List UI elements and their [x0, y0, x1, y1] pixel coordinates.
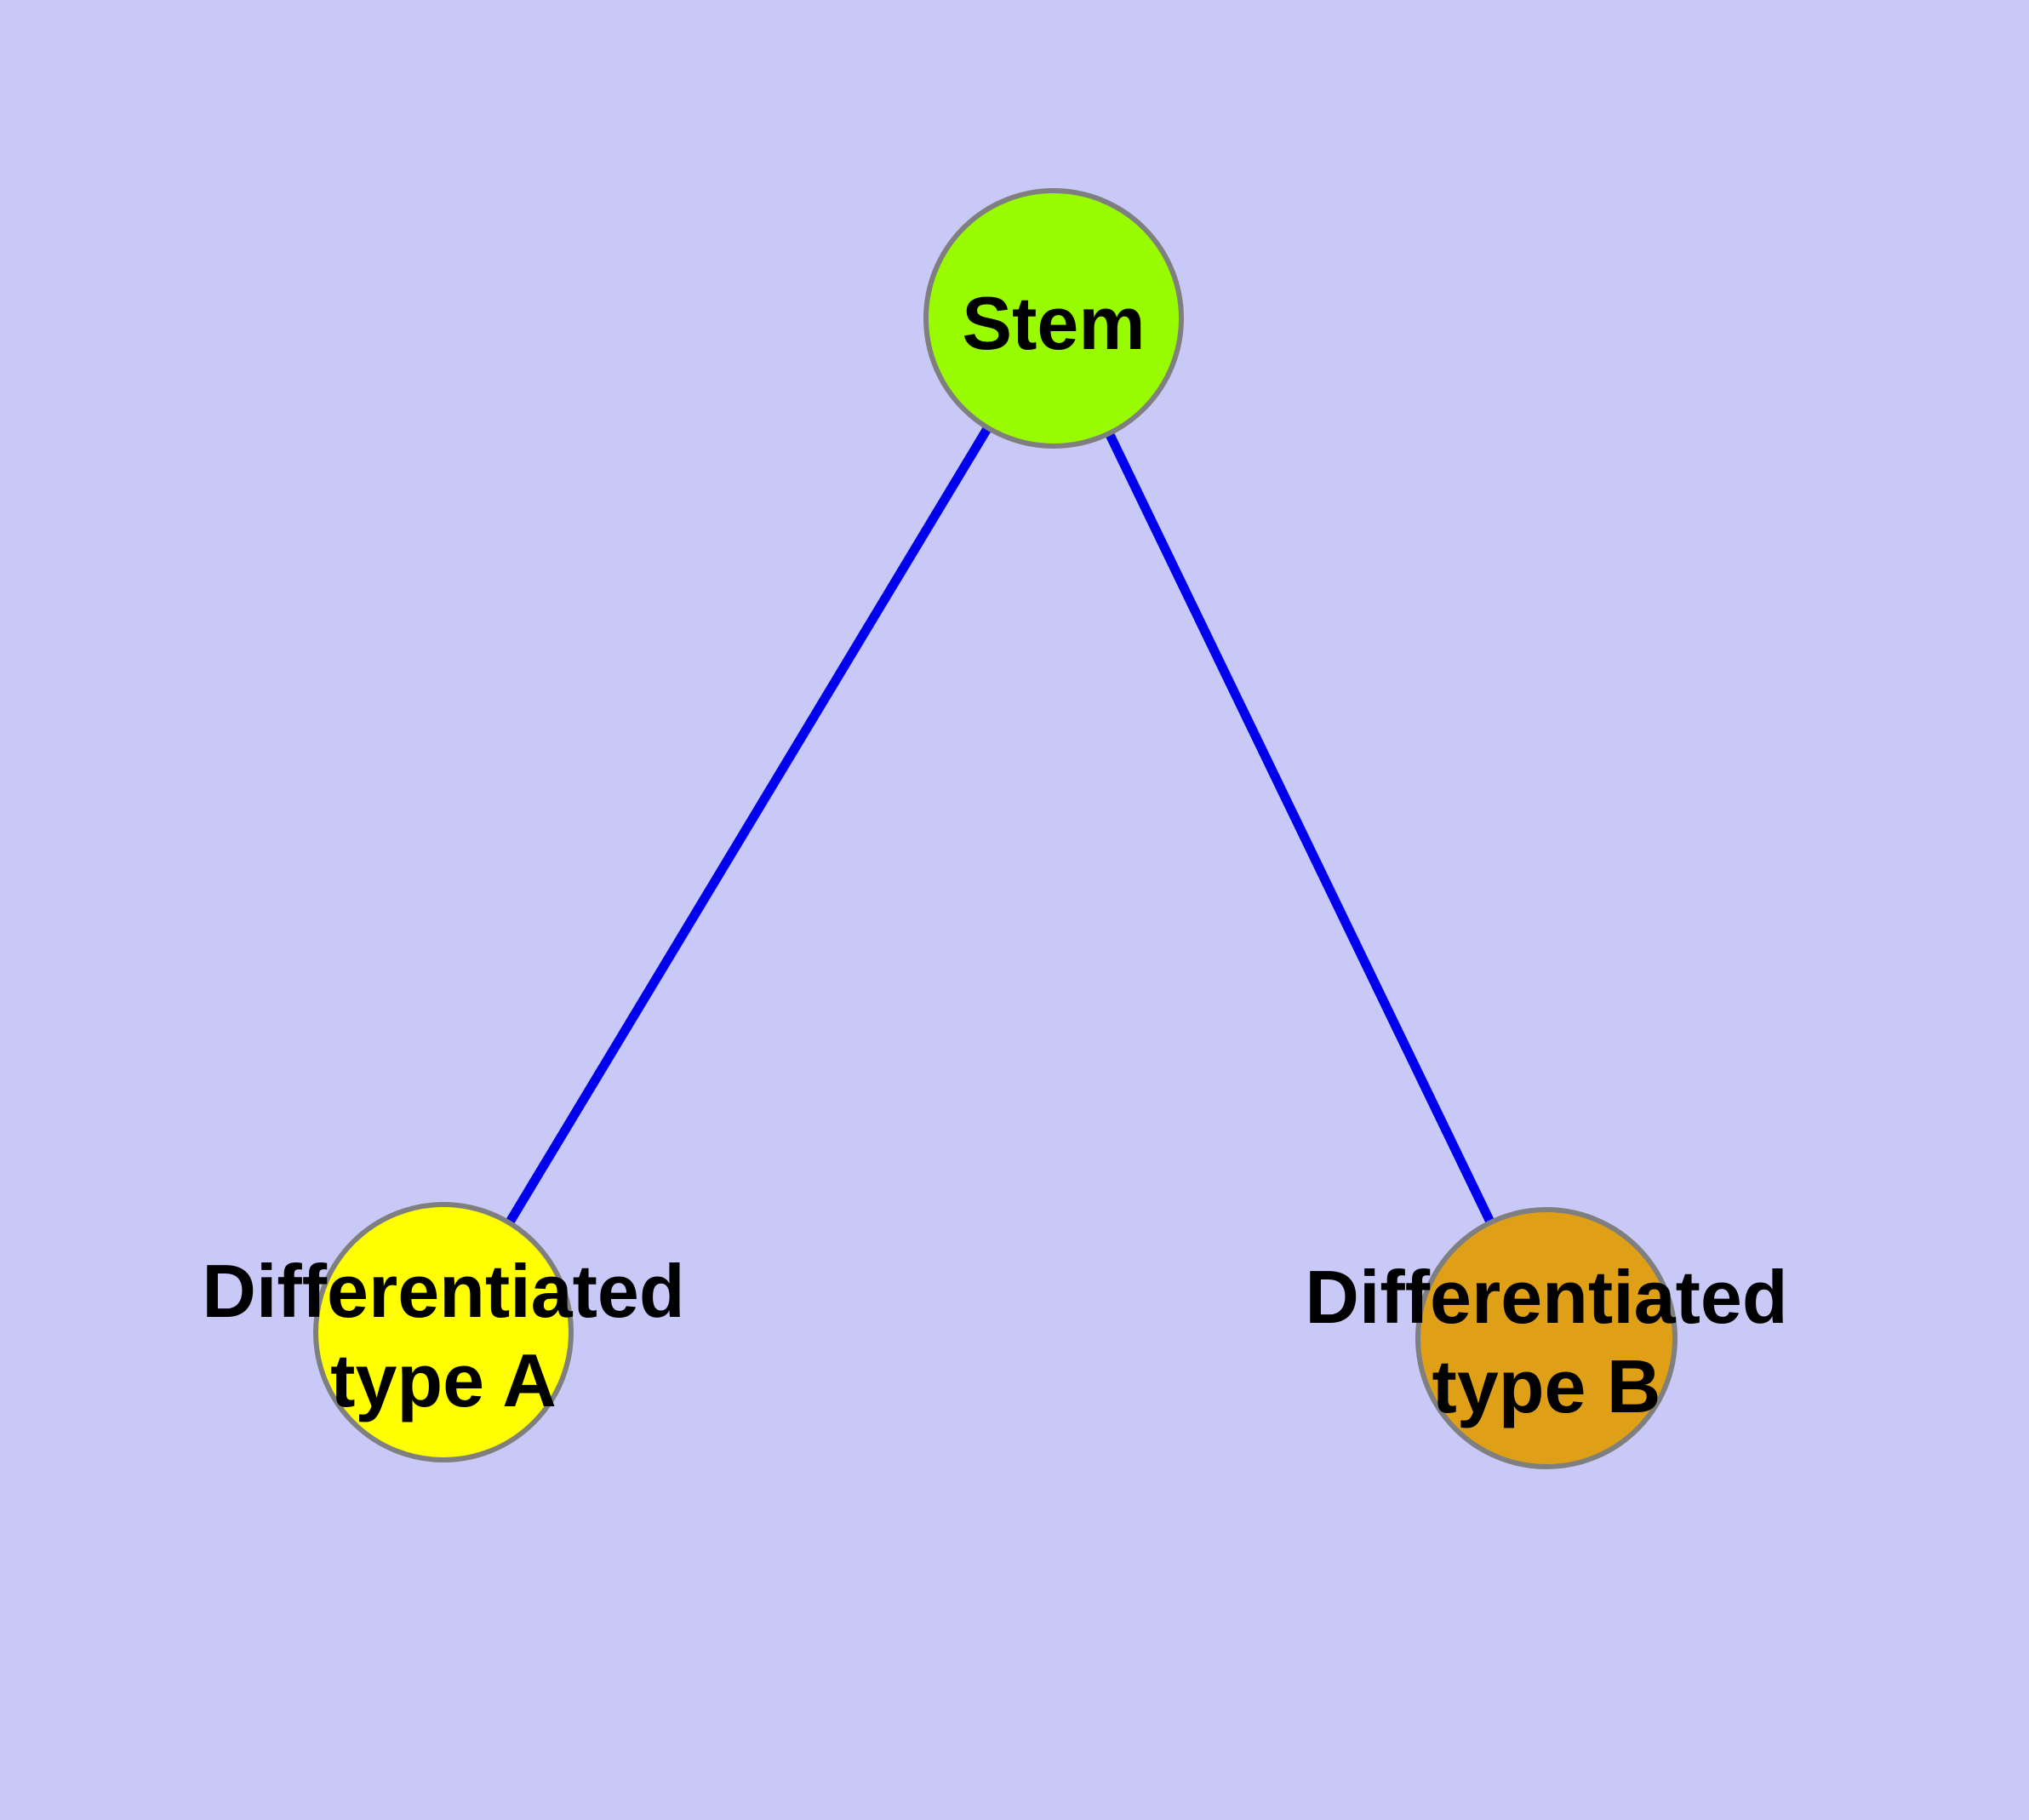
node-type-b-label-line2: type B [1432, 1344, 1661, 1428]
node-differentiated-type-a [313, 1202, 574, 1462]
edge-stem-to-type-b [1049, 316, 1551, 1341]
node-type-a-label-line2: type A [330, 1338, 557, 1422]
node-differentiated-type-b [1415, 1207, 1677, 1469]
node-stem [923, 188, 1184, 449]
node-type-b-label-line1: Differentiated [1305, 1255, 1787, 1339]
edge-stem-to-type-a [439, 316, 1058, 1335]
node-type-a-label-line1: Differentiated [202, 1249, 684, 1333]
node-stem-label: Stem [962, 281, 1145, 365]
